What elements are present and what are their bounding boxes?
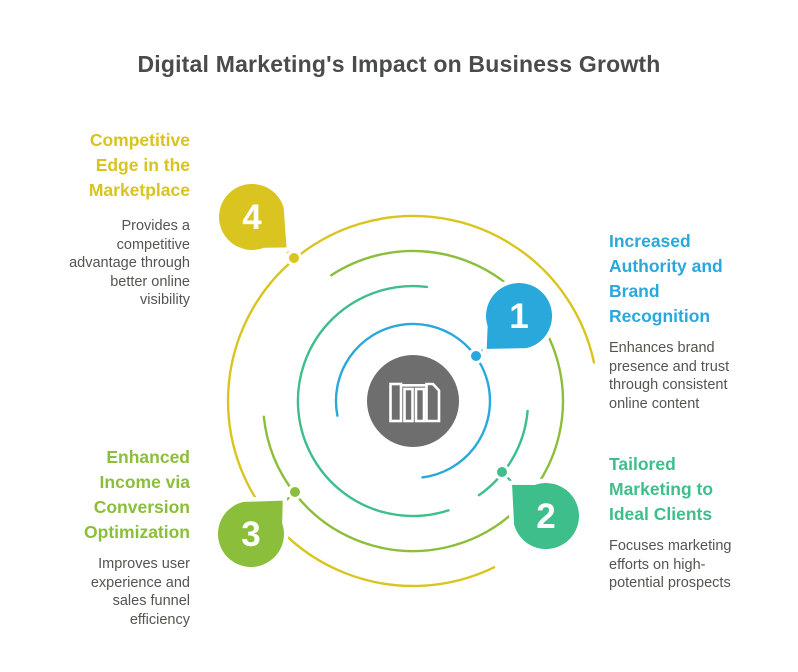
bubble-2 bbox=[507, 478, 584, 554]
bubble-3-number: 3 bbox=[241, 515, 260, 554]
item-1-description: Enhances brand presence and trust throug… bbox=[609, 340, 730, 412]
bubble-1 bbox=[481, 278, 557, 354]
item-increased-authority: Increased Authority and Brand Recognitio… bbox=[609, 229, 769, 413]
library-books-icon bbox=[389, 382, 441, 423]
dot-1 bbox=[468, 348, 484, 364]
bubble-3 bbox=[213, 496, 289, 572]
dot-4 bbox=[286, 250, 302, 266]
item-2-heading: Tailored Marketing to Ideal Clients bbox=[609, 454, 714, 524]
item-4-description: Provides a competitive advantage through… bbox=[69, 218, 190, 308]
bubble-4-number: 4 bbox=[242, 198, 262, 237]
item-competitive-edge: Competitive Edge in the Marketplace Prov… bbox=[20, 128, 190, 310]
orbit-green-bottom bbox=[262, 415, 521, 553]
orbit-teal-short bbox=[477, 409, 529, 497]
bubble-4 bbox=[214, 179, 291, 255]
bubble-1-number: 1 bbox=[509, 297, 528, 336]
orbit-blue bbox=[334, 322, 492, 479]
item-enhanced-income: Enhanced Income via Conversion Optimizat… bbox=[20, 445, 190, 629]
item-3-heading: Enhanced Income via Conversion Optimizat… bbox=[84, 447, 190, 542]
item-3-description: Improves user experience and sales funne… bbox=[90, 556, 190, 628]
item-1-heading: Increased Authority and Brand Recognitio… bbox=[609, 231, 723, 326]
item-2-description: Focuses marketing efforts on high- poten… bbox=[609, 538, 732, 591]
orbit-teal-main bbox=[296, 284, 450, 518]
dot-3 bbox=[287, 484, 303, 500]
item-4-heading: Competitive Edge in the Marketplace bbox=[88, 130, 190, 200]
item-tailored-marketing: Tailored Marketing to Ideal Clients Focu… bbox=[609, 452, 769, 593]
bubble-2-number: 2 bbox=[536, 497, 555, 536]
dot-2 bbox=[494, 464, 510, 480]
page-title: Digital Marketing's Impact on Business G… bbox=[137, 51, 661, 77]
orbit-yellow bbox=[226, 214, 596, 588]
orbit-dots bbox=[286, 250, 510, 500]
